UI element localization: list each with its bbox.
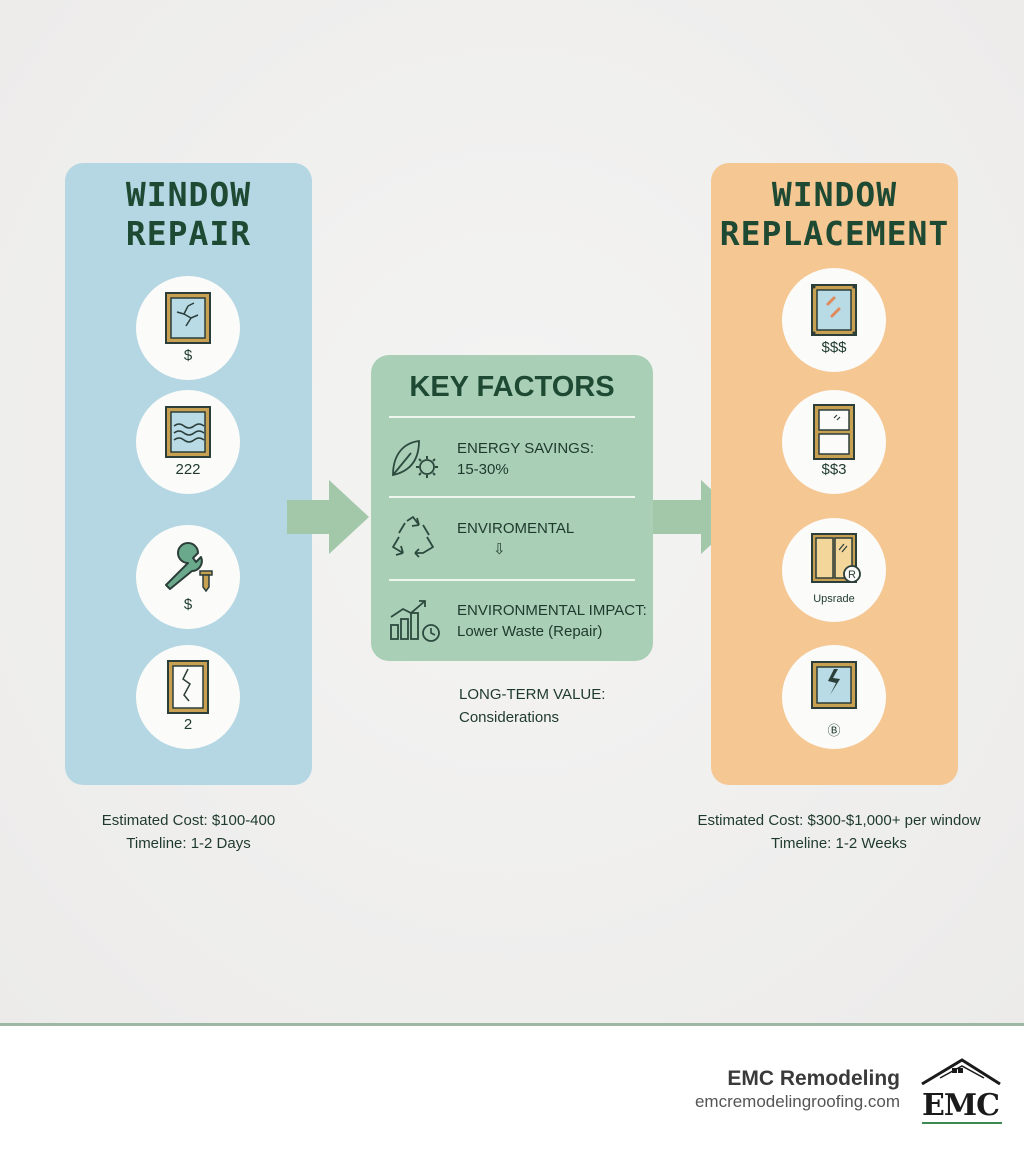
replacement-item-2: $$3 <box>782 390 886 494</box>
repair-timeline: Timeline: 1-2 Days <box>126 835 251 852</box>
leaf-gear-icon <box>392 439 438 478</box>
repair-cost: Estimated Cost: $100-400 <box>101 812 276 829</box>
replacement-title-line2: REPLACEMENT <box>719 214 950 253</box>
repair-item-3-label: $ <box>183 596 193 613</box>
cracked-frame-icon <box>167 660 209 714</box>
arrow-right-left <box>287 480 369 554</box>
repair-panel: WINDOW REPAIR $ 222 <box>65 163 312 785</box>
repair-title-line2: REPAIR <box>125 214 252 253</box>
replacement-item-4: Ⓑ <box>782 645 886 749</box>
growth-chart-icon <box>390 600 440 642</box>
key-factors-box: KEY FACTORS ENERGY SAVINGS: 15-30% ENVIR… <box>371 355 653 661</box>
repair-item-4: 2 <box>136 645 240 749</box>
replacement-cost: Estimated Cost: $300-$1,000+ per window <box>697 812 981 829</box>
wrench-screw-icon <box>165 542 213 593</box>
repair-item-1-label: $ <box>183 347 193 364</box>
repair-cost-info: Estimated Cost: $100-400 Timeline: 1-2 D… <box>65 809 312 855</box>
replacement-item-1: $$$ <box>782 268 886 372</box>
replacement-timeline: Timeline: 1-2 Weeks <box>771 835 907 852</box>
repair-item-2-label: 222 <box>175 461 201 478</box>
repair-item-2: 222 <box>136 390 240 494</box>
svg-text:R: R <box>848 569 856 581</box>
logo-underline <box>922 1122 1002 1124</box>
long-term-value: LONG-TERM VALUE: Considerations <box>459 683 605 729</box>
sliding-window-icon: R <box>811 533 861 583</box>
infographic-canvas: WINDOW REPAIR $ 222 <box>0 0 1024 1025</box>
window-draft-icon <box>165 406 211 458</box>
repair-title: WINDOW REPAIR <box>65 175 312 253</box>
repair-title-line1: WINDOW <box>125 175 252 214</box>
brand-name: EMC Remodeling <box>727 1067 900 1090</box>
new-window-icon <box>811 284 857 336</box>
factor-energy: ENERGY SAVINGS: 15-30% <box>457 438 594 480</box>
double-hung-window-icon <box>813 404 855 460</box>
replacement-item-3-label: Upsrade <box>813 593 855 605</box>
broken-glass-window-icon <box>811 661 857 709</box>
replacement-item-4-label: Ⓑ <box>827 723 841 738</box>
replacement-item-1-label: $$$ <box>821 339 847 356</box>
factor-environmental: ENVIROMENTAL ⇩ <box>457 518 574 560</box>
divider <box>389 496 635 498</box>
brand-url[interactable]: emcremodelingroofing.com <box>694 1092 900 1111</box>
replacement-title: WINDOW REPLACEMENT <box>711 175 958 253</box>
cracked-window-icon <box>165 292 211 344</box>
repair-item-3: $ <box>136 525 240 629</box>
divider <box>389 579 635 581</box>
replacement-title-line1: WINDOW <box>771 175 898 214</box>
factor-impact-title: ENVIRONMENTAL IMPACT: <box>457 602 647 619</box>
key-factors-title: KEY FACTORS <box>409 371 615 403</box>
footer: EMC Remodeling emcremodelingroofing.com … <box>0 1026 1024 1154</box>
recycle-icon <box>392 516 434 558</box>
emc-logo: EMC <box>918 1056 1004 1128</box>
replacement-cost-info: Estimated Cost: $300-$1,000+ per window … <box>680 809 998 855</box>
replacement-item-3: R Upsrade <box>782 518 886 622</box>
repair-item-1: $ <box>136 276 240 380</box>
logo-text: EMC <box>922 1088 1000 1123</box>
footer-divider <box>0 1023 1024 1026</box>
house-roof-icon <box>921 1058 1001 1086</box>
down-arrow-icon: ⇩ <box>493 541 506 558</box>
factor-energy-value: 15-30% <box>457 461 509 478</box>
long-term-value-text: Considerations <box>459 709 560 726</box>
long-term-value-title: LONG-TERM VALUE: <box>459 686 606 703</box>
repair-item-4-label: 2 <box>183 716 193 733</box>
factor-impact-value: Lower Waste (Repair) <box>457 623 603 640</box>
factor-environmental-title: ENVIROMENTAL <box>457 520 575 537</box>
factor-energy-title: ENERGY SAVINGS: <box>457 440 594 457</box>
factor-environmental-impact: ENVIRONMENTAL IMPACT: Lower Waste (Repai… <box>457 600 647 642</box>
replacement-panel: WINDOW REPLACEMENT $$$ $$3 <box>711 163 958 785</box>
divider <box>389 416 635 418</box>
replacement-item-2-label: $$3 <box>821 461 847 478</box>
